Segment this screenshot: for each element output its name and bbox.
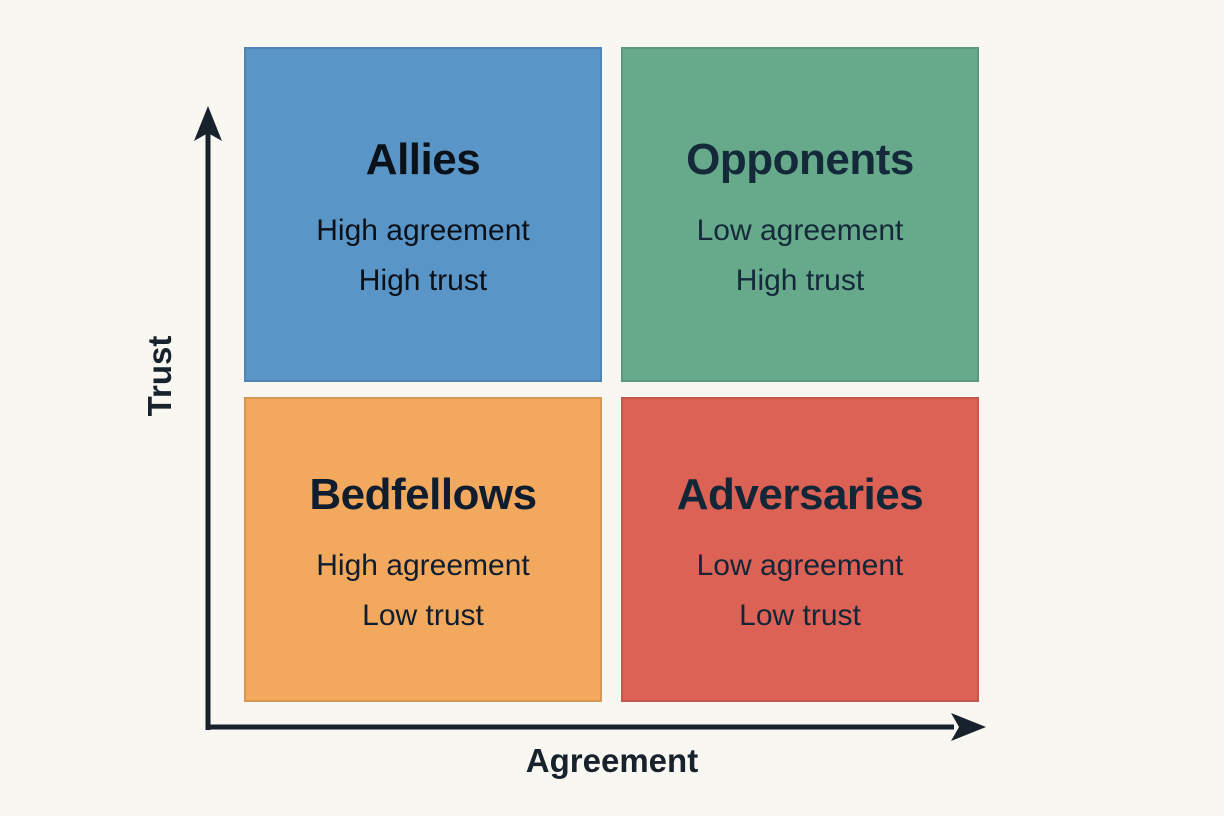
quadrant-subtitle-line1: High agreement: [316, 548, 530, 582]
quadrant-allies: Allies High agreement High trust: [244, 47, 602, 382]
quadrant-opponents: Opponents Low agreement High trust: [621, 47, 979, 382]
y-axis-arrowhead: [194, 106, 222, 141]
quadrant-adversaries: Adversaries Low agreement Low trust: [621, 397, 979, 702]
quadrant-subtitle-line2: Low trust: [362, 598, 484, 632]
quadrant-subtitle-line1: High agreement: [316, 213, 530, 247]
quadrant-subtitle-line2: High trust: [735, 263, 865, 297]
quadrant-title: Allies: [365, 135, 481, 185]
quadrant-title: Opponents: [686, 135, 914, 185]
x-axis-arrowhead: [951, 713, 986, 741]
quadrant-bedfellows: Bedfellows High agreement Low trust: [244, 397, 602, 702]
y-axis-label: Trust: [141, 335, 178, 417]
quadrant-subtitle-line2: High trust: [358, 263, 488, 297]
x-axis-label: Agreement: [525, 742, 699, 779]
quadrant-title: Bedfellows: [309, 470, 537, 520]
quadrant-title: Adversaries: [676, 470, 924, 520]
quadrant-subtitle-line1: Low agreement: [696, 213, 904, 247]
quadrant-subtitle-line2: Low trust: [739, 598, 861, 632]
quadrant-subtitle-line1: Low agreement: [696, 548, 904, 582]
